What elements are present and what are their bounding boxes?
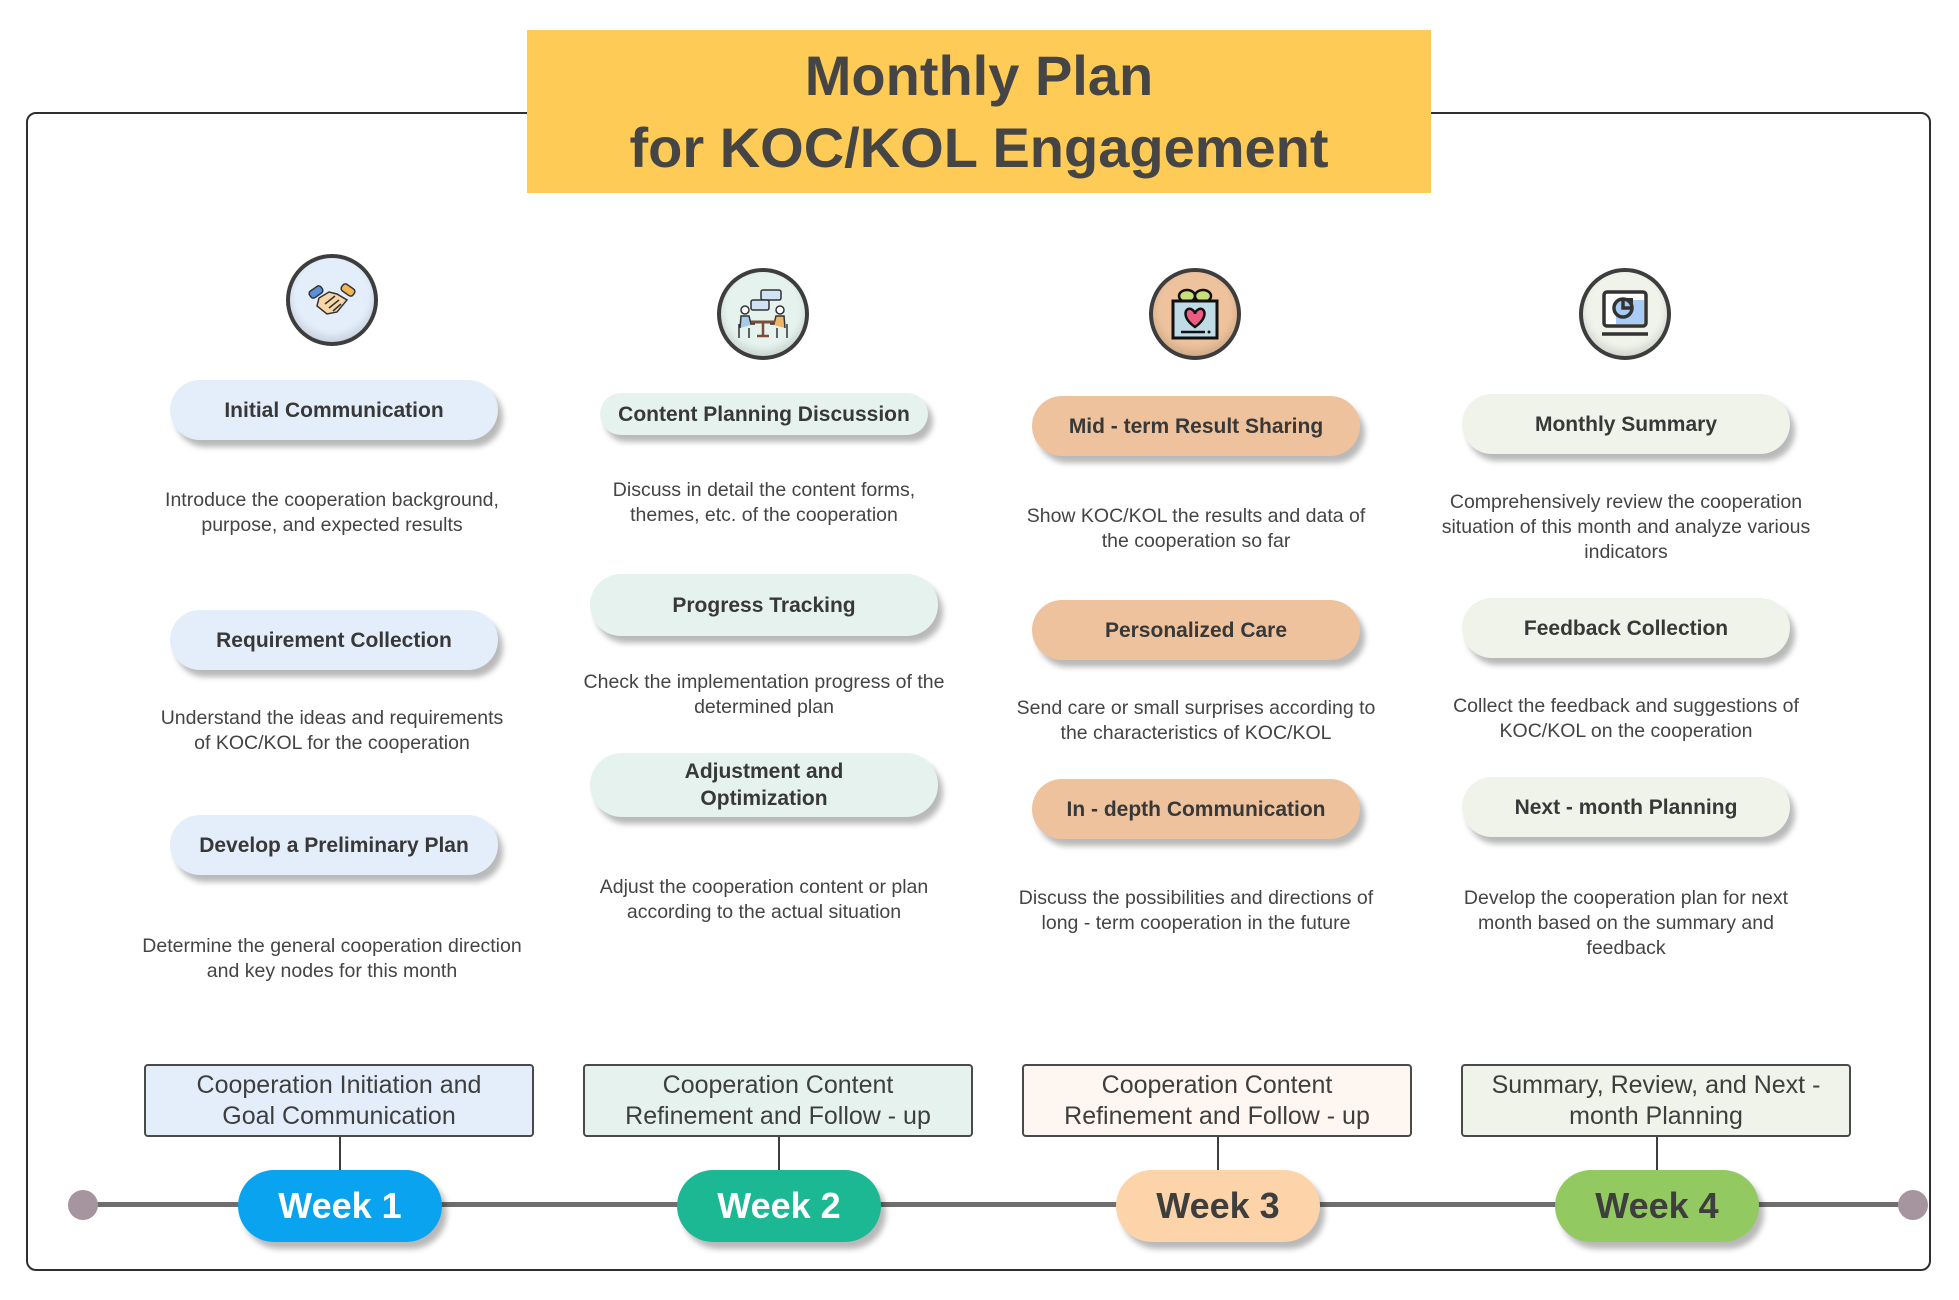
timeline-end-dot [1898, 1190, 1928, 1220]
step-content-planning-discussion[interactable]: Content Planning Discussion [600, 393, 928, 435]
step-label: In - depth Communication [1066, 797, 1326, 821]
step-description: Show KOC/KOL the results and data of the… [1026, 505, 1366, 552]
title-line-1: Monthly Plan [804, 43, 1154, 107]
connector-line [339, 1137, 341, 1173]
step-label: Adjustment and Optimization [684, 760, 844, 810]
step-label: Monthly Summary [1534, 412, 1718, 436]
week-label: Week 2 [717, 1185, 841, 1226]
step-description: Determine the general cooperation direct… [142, 935, 522, 982]
step-adjustment-optimization[interactable]: Adjustment and Optimization [590, 753, 938, 817]
step-description: Comprehensively review the cooperation s… [1441, 491, 1811, 563]
gift-heart-icon [1149, 268, 1241, 360]
connector-line [1217, 1137, 1219, 1173]
step-label: Progress Tracking [672, 593, 856, 617]
step-description: Develop the cooperation plan for next mo… [1463, 887, 1789, 959]
phase-box-week-1: Cooperation Initiation and Goal Communic… [144, 1064, 534, 1137]
step-description: Discuss the possibilities and directions… [1018, 887, 1374, 934]
title-banner: Monthly Plan for KOC/KOL Engagement [527, 30, 1431, 193]
step-label: Develop a Preliminary Plan [199, 833, 469, 857]
week-1-pill[interactable]: Week 1 [238, 1170, 442, 1242]
step-description: Introduce the cooperation background, pu… [165, 489, 499, 536]
step-label: Personalized Care [1104, 618, 1288, 642]
step-mid-term-result-sharing[interactable]: Mid - term Result Sharing [1032, 396, 1360, 456]
step-description: Collect the feedback and suggestions of … [1453, 695, 1799, 742]
week-label: Week 4 [1595, 1185, 1719, 1226]
connector-line [778, 1137, 780, 1173]
step-description: Send care or small surprises according t… [1016, 697, 1376, 744]
week-2-pill[interactable]: Week 2 [677, 1170, 881, 1242]
week-label: Week 3 [1156, 1185, 1280, 1226]
step-progress-tracking[interactable]: Progress Tracking [590, 574, 938, 636]
step-feedback-collection[interactable]: Feedback Collection [1462, 598, 1790, 658]
step-description: Discuss in detail the content forms, the… [612, 479, 916, 526]
monitor-chart-icon [1579, 268, 1671, 360]
step-initial-communication[interactable]: Initial Communication [170, 380, 498, 440]
timeline-line [82, 1202, 1912, 1207]
step-develop-preliminary-plan[interactable]: Develop a Preliminary Plan [170, 815, 498, 875]
phase-label: Cooperation Content Refinement and Follo… [625, 1070, 931, 1130]
step-description: Adjust the cooperation content or plan a… [599, 876, 929, 923]
phase-box-week-2: Cooperation Content Refinement and Follo… [583, 1064, 973, 1137]
step-personalized-care[interactable]: Personalized Care [1032, 600, 1360, 660]
step-next-month-planning[interactable]: Next - month Planning [1462, 777, 1790, 837]
step-label: Next - month Planning [1514, 795, 1738, 819]
week-3-pill[interactable]: Week 3 [1116, 1170, 1320, 1242]
step-label: Content Planning Discussion [618, 402, 910, 426]
step-in-depth-communication[interactable]: In - depth Communication [1032, 779, 1360, 839]
timeline-start-dot [68, 1190, 98, 1220]
phase-box-week-4: Summary, Review, and Next - month Planni… [1461, 1064, 1851, 1137]
step-monthly-summary[interactable]: Monthly Summary [1462, 394, 1790, 454]
step-label: Requirement Collection [216, 628, 452, 652]
step-label: Mid - term Result Sharing [1068, 414, 1324, 438]
week-4-pill[interactable]: Week 4 [1555, 1170, 1759, 1242]
step-description: Understand the ideas and requirements of… [160, 707, 504, 754]
title-line-2: for KOC/KOL Engagement [629, 115, 1329, 179]
connector-line [1656, 1137, 1658, 1173]
meeting-discussion-icon [717, 268, 809, 360]
step-label: Initial Communication [224, 398, 444, 422]
step-label: Feedback Collection [1523, 616, 1729, 640]
step-requirement-collection[interactable]: Requirement Collection [170, 610, 498, 670]
handshake-icon [286, 254, 378, 346]
step-description: Check the implementation progress of the… [583, 671, 945, 718]
phase-label: Summary, Review, and Next - month Planni… [1491, 1070, 1821, 1130]
week-label: Week 1 [278, 1185, 402, 1226]
phase-box-week-3: Cooperation Content Refinement and Follo… [1022, 1064, 1412, 1137]
phase-label: Cooperation Initiation and Goal Communic… [196, 1070, 482, 1130]
phase-label: Cooperation Content Refinement and Follo… [1064, 1070, 1370, 1130]
